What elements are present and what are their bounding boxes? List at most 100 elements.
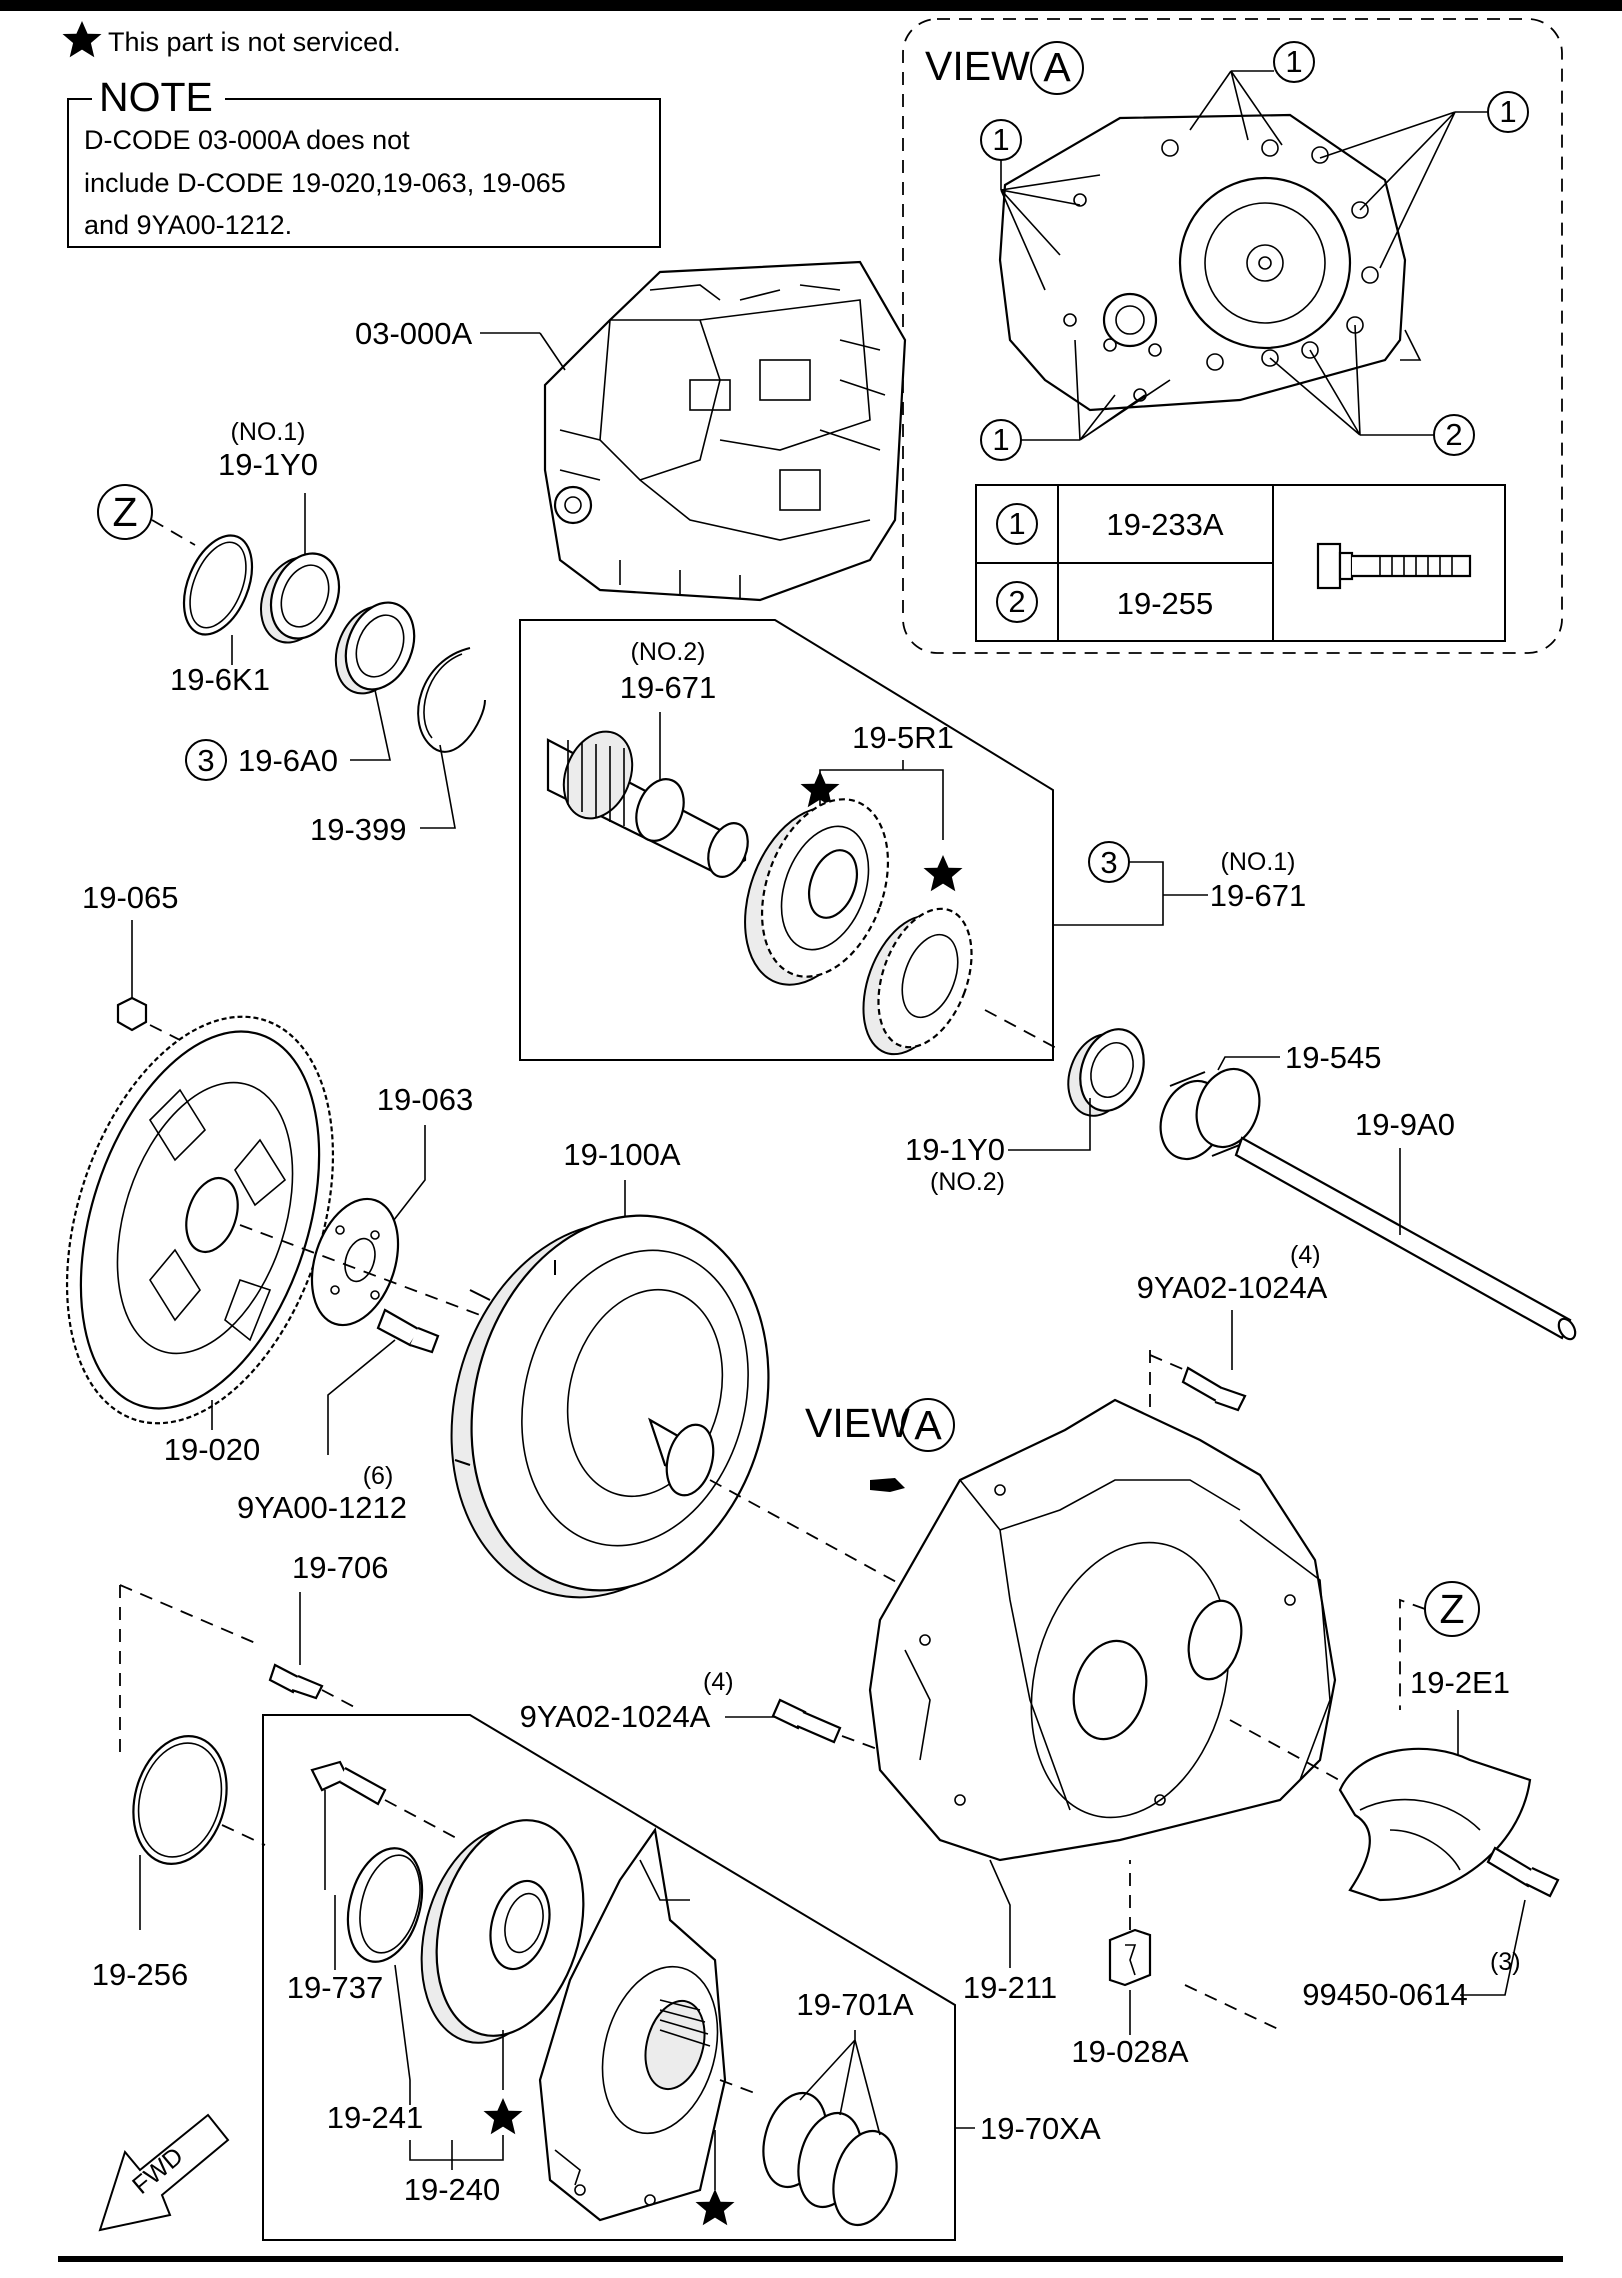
baffle-19-2E1	[1338, 1747, 1532, 1902]
note-title: NOTE	[99, 74, 213, 120]
label-19-671-right: 19-671	[1210, 878, 1307, 913]
star-icon	[62, 21, 102, 58]
view-a-inset: VIEW A	[902, 18, 1563, 654]
label-19-028A: 19-028A	[1071, 2034, 1189, 2069]
label-19-6K1: 19-6K1	[170, 662, 270, 697]
label-19-671-top: 19-671	[620, 670, 717, 705]
legend-text: This part is not serviced.	[108, 27, 401, 57]
label-19-706: 19-706	[292, 1550, 389, 1585]
bolt-9YA02-top	[1181, 1366, 1247, 1412]
label-19-240: 19-240	[404, 2172, 501, 2207]
bolt-table: 1 19-233A 2 19-255	[975, 484, 1506, 642]
torque-converter-19-100A	[450, 1214, 770, 1599]
bolt-19-737	[310, 1760, 387, 1806]
note-box: NOTE D-CODE 03-000A does not include D-C…	[67, 74, 661, 248]
note-line-1: D-CODE 03-000A does not	[84, 125, 410, 155]
star-icon-cover	[483, 2098, 523, 2135]
note-line-3: and 9YA00-1212.	[84, 210, 292, 240]
view-a-arrow-letter: A	[914, 1402, 942, 1448]
marker-3-right: 3	[1100, 845, 1117, 880]
label-9YA02-mid-qty: (4)	[703, 1668, 734, 1696]
callout-1-left: 1	[992, 122, 1009, 157]
shaft-19-9A0	[1234, 1136, 1577, 1341]
star-icon-gear-b	[923, 855, 963, 892]
table-part-1: 19-233A	[1106, 507, 1224, 542]
z-letter-right: Z	[1439, 1586, 1464, 1632]
bolt-9YA02-mid	[771, 1698, 842, 1744]
top-rule	[0, 0, 1622, 11]
label-9YA02-mid: 9YA02-1024A	[520, 1699, 711, 1734]
z-letter-left: Z	[112, 489, 137, 535]
shaft-19-671-no2	[546, 730, 749, 878]
marker-3-left: 3	[197, 743, 214, 778]
oil-pump-19-70XA	[538, 1827, 727, 2222]
rear-cover-drawing	[998, 113, 1422, 412]
nut-19-065	[116, 996, 148, 1032]
label-19-065: 19-065	[82, 880, 179, 915]
transaxle-assembly	[543, 260, 907, 602]
label-19-5R1: 19-5R1	[852, 720, 954, 755]
drive-plate-19-063	[310, 1197, 400, 1327]
flywheel-19-020	[65, 1015, 335, 1425]
label-19-671-right-qual: (NO.1)	[1221, 848, 1296, 876]
converter-housing-19-211	[868, 1398, 1337, 1862]
z-marker-left: Z	[97, 484, 196, 546]
label-19-211: 19-211	[963, 1970, 1057, 2005]
table-ref-2: 2	[1008, 584, 1025, 619]
view-a-arrow-title: VIEW	[805, 1400, 910, 1446]
label-19-70XA: 19-70XA	[980, 2111, 1101, 2146]
label-19-399: 19-399	[310, 812, 407, 847]
bearing-19-1Y0-bottom	[1067, 1028, 1145, 1117]
bushing-19-545	[1159, 1067, 1261, 1161]
label-19-701A: 19-701A	[796, 1987, 914, 2022]
table-part-2: 19-255	[1117, 586, 1214, 621]
label-19-100A: 19-100A	[563, 1137, 681, 1172]
gear-19-5R1-small	[862, 907, 973, 1056]
o-ring-19-6K1	[182, 534, 254, 636]
callout-2: 2	[1445, 417, 1462, 452]
view-a-callouts: 1 1 1 1 2	[980, 41, 1529, 461]
o-ring-19-256	[132, 1735, 228, 1865]
label-19-671-top-qual: (NO.2)	[631, 638, 706, 666]
bolt-99450-0614	[1486, 1846, 1560, 1898]
label-99450-qty: (3)	[1490, 1948, 1521, 1976]
legend: This part is not serviced.	[62, 21, 401, 58]
label-9YA00-1212: 9YA00-1212	[237, 1490, 407, 1525]
view-arrow-icon	[870, 1478, 905, 1492]
sensor-19-028A	[1108, 1928, 1152, 1987]
bolt-19-706	[268, 1663, 324, 1700]
z-marker-right: Z	[1399, 1581, 1480, 1710]
bottom-rule	[58, 2256, 1563, 2262]
bolt-9YA00-1212	[376, 1308, 440, 1354]
label-99450-0614: 99450-0614	[1302, 1977, 1468, 2012]
label-19-545: 19-545	[1285, 1040, 1382, 1075]
label-9YA02-top: 9YA02-1024A	[1137, 1270, 1328, 1305]
label-19-6A0: 19-6A0	[238, 743, 338, 778]
star-icon-pump	[695, 2189, 735, 2226]
oil-pump-box	[262, 1714, 956, 2241]
label-19-9A0: 19-9A0	[1355, 1107, 1455, 1142]
view-a-letter: A	[1043, 44, 1071, 90]
label-19-063: 19-063	[377, 1082, 474, 1117]
label-9YA02-top-qty: (4)	[1290, 1241, 1321, 1269]
bolt-icon	[1316, 542, 1472, 590]
callout-1-top: 1	[1285, 44, 1302, 79]
callout-1-bottom: 1	[992, 422, 1009, 457]
gear-19-5R1-large	[744, 798, 890, 986]
bearing-19-1Y0-top	[260, 552, 341, 644]
label-19-241: 19-241	[327, 2100, 424, 2135]
callout-1-right: 1	[1499, 94, 1516, 129]
cover-19-240	[420, 1819, 585, 2044]
seal-rings-19-701A	[762, 2091, 898, 2227]
view-a-title: VIEW	[925, 43, 1030, 89]
label-03-000A: 03-000A	[355, 316, 473, 351]
label-19-1Y0-bottom: 19-1Y0	[905, 1132, 1005, 1167]
seal-19-6A0	[334, 601, 416, 695]
label-19-1Y0-bottom-qual: (NO.2)	[930, 1168, 1005, 1196]
label-9YA00-1212-qty: (6)	[363, 1462, 394, 1490]
table-ref-1: 1	[1008, 506, 1025, 541]
label-19-2E1: 19-2E1	[1410, 1665, 1510, 1700]
label-19-737: 19-737	[287, 1970, 384, 2005]
fwd-text: FWD	[127, 2142, 189, 2200]
